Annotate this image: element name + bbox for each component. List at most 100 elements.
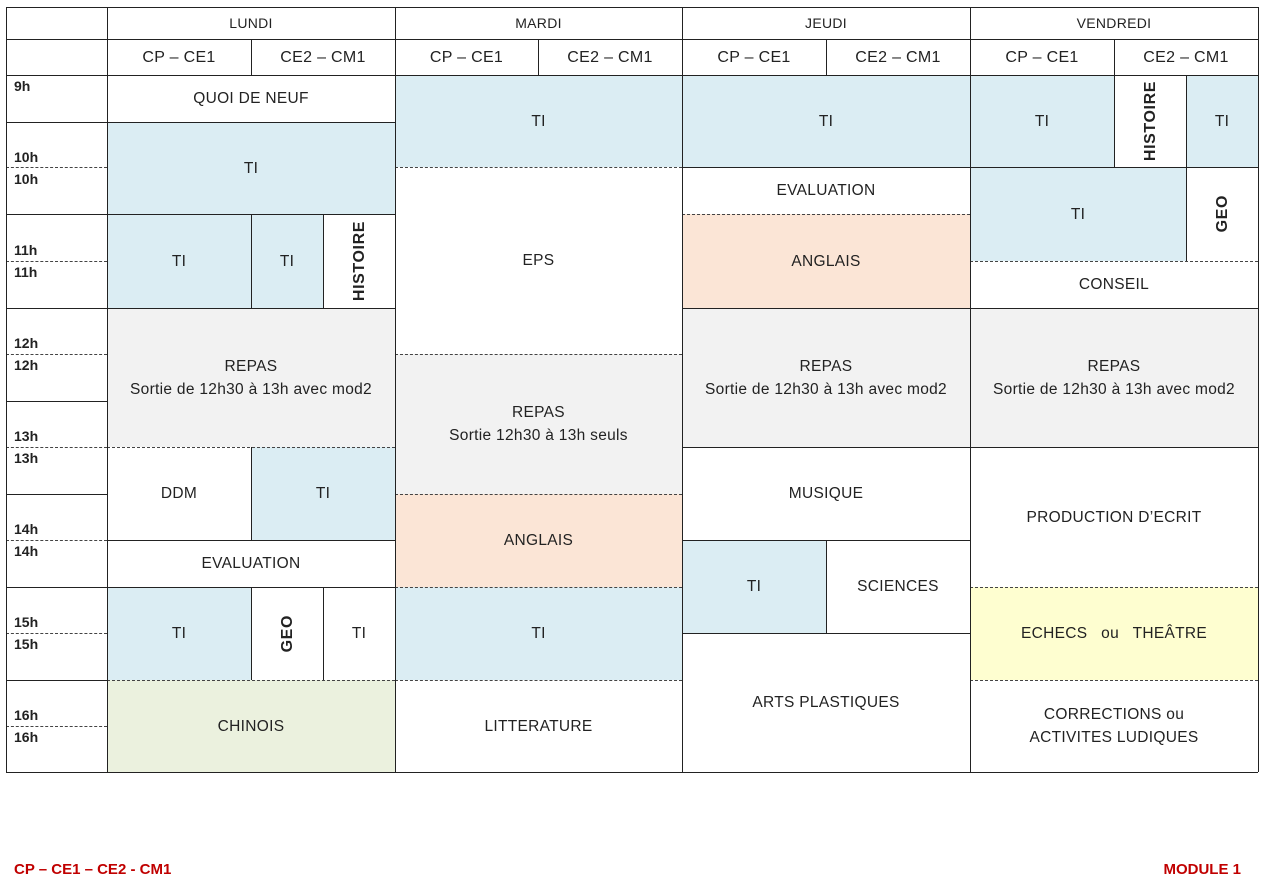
grid-line xyxy=(251,447,252,540)
level-header: CP – CE1 xyxy=(142,48,216,66)
jeudi-repas-label: REPAS xyxy=(799,357,853,375)
time-label: 13h xyxy=(14,450,39,466)
lundi-ti-block: TI xyxy=(107,122,395,214)
vendredi-ti-block: TI xyxy=(1186,75,1258,167)
lundi-ti-block: TI xyxy=(107,214,251,308)
lundi-chinois: CHINOIS xyxy=(107,680,395,772)
mardi-eps: EPS xyxy=(522,252,555,269)
day-header-vendredi: VENDREDI xyxy=(1076,14,1152,31)
grid-line xyxy=(682,7,683,772)
grid-line xyxy=(107,540,395,541)
time-label: 15h xyxy=(14,636,39,652)
lundi-geo: GEO xyxy=(251,587,323,680)
vendredi-histoire: HISTOIRE xyxy=(1114,75,1186,167)
grid-line xyxy=(6,587,107,588)
vendredi-ti-block: TI xyxy=(970,167,1186,261)
lundi-geo-label: GEO xyxy=(278,614,296,653)
grid-line xyxy=(6,214,107,215)
lundi-quoi-de-neuf: QUOI DE NEUF xyxy=(193,90,309,107)
lundi-ti-block: TI xyxy=(251,447,395,540)
grid-line xyxy=(6,772,1258,773)
vendredi-echecs-theatre: ECHECS ou THEÂTRE xyxy=(970,587,1258,680)
grid-line xyxy=(6,447,107,448)
lundi-repas-label: REPAS xyxy=(224,357,278,375)
lundi-ti-white: TI xyxy=(351,625,367,642)
lundi-ti-block: TI xyxy=(107,587,251,680)
grid-line xyxy=(6,7,1258,8)
time-label: 16h xyxy=(14,707,39,723)
grid-line xyxy=(682,214,970,215)
grid-line xyxy=(395,587,682,588)
time-label: 13h xyxy=(14,428,39,444)
grid-line xyxy=(395,494,682,495)
jeudi-musique: MUSIQUE xyxy=(788,485,864,502)
vendredi-repas-label: REPAS xyxy=(1087,357,1141,375)
jeudi-arts-plastiques: ARTS PLASTIQUES xyxy=(752,694,900,711)
mardi-anglais: ANGLAIS xyxy=(395,494,682,587)
time-label: 10h xyxy=(14,171,39,187)
grid-line xyxy=(6,7,7,772)
jeudi-anglais: ANGLAIS xyxy=(682,214,970,308)
lundi-evaluation: EVALUATION xyxy=(201,555,301,572)
grid-line xyxy=(970,680,1258,681)
grid-line xyxy=(826,39,827,75)
grid-line xyxy=(107,680,395,681)
grid-line xyxy=(1258,7,1259,772)
lundi-ti-block: TI xyxy=(251,214,323,308)
level-header: CP – CE1 xyxy=(429,48,504,66)
jeudi-repas: REPAS Sortie de 12h30 à 13h avec mod2 xyxy=(682,308,970,447)
grid-line xyxy=(682,308,970,309)
grid-line xyxy=(6,39,1258,40)
grid-line xyxy=(970,167,1258,168)
grid-line xyxy=(826,540,827,633)
footer-module: MODULE 1 xyxy=(1163,861,1241,878)
mardi-repas-label: REPAS xyxy=(512,404,565,421)
grid-line xyxy=(970,308,1258,309)
time-label: 11h xyxy=(14,242,38,258)
grid-line xyxy=(107,7,108,772)
grid-line xyxy=(682,633,970,634)
grid-line xyxy=(6,167,107,168)
mardi-litterature: LITTERATURE xyxy=(484,717,593,735)
jeudi-ti-block: TI xyxy=(682,75,970,167)
level-header: CE2 – CM1 xyxy=(855,48,941,66)
grid-line xyxy=(323,587,324,680)
grid-line xyxy=(323,214,324,308)
grid-line xyxy=(107,122,395,123)
grid-line xyxy=(395,354,682,355)
jeudi-ti-block: TI xyxy=(682,540,826,633)
mardi-repas: REPAS Sortie 12h30 à 13h seuls xyxy=(395,354,682,494)
mardi-repas-note: Sortie 12h30 à 13h seuls xyxy=(449,427,628,444)
grid-line xyxy=(1186,167,1187,261)
mardi-ti-block: TI xyxy=(395,75,682,167)
grid-line xyxy=(6,122,107,123)
grid-line xyxy=(6,401,107,402)
grid-line xyxy=(6,354,107,355)
time-label: 14h xyxy=(14,543,39,559)
lundi-ddm: DDM xyxy=(160,485,198,502)
grid-line xyxy=(6,726,107,727)
level-header: CE2 – CM1 xyxy=(1143,48,1229,66)
grid-line xyxy=(6,308,107,309)
grid-line xyxy=(251,39,252,75)
vendredi-geo-label: GEO xyxy=(1213,195,1231,233)
grid-line xyxy=(6,680,107,681)
time-label: 16h xyxy=(14,729,39,745)
grid-line xyxy=(538,39,539,75)
jeudi-evaluation: EVALUATION xyxy=(776,182,876,199)
grid-line xyxy=(970,7,971,772)
time-label: 10h xyxy=(14,149,39,165)
grid-line xyxy=(6,75,1258,76)
grid-line xyxy=(251,587,252,680)
grid-line xyxy=(682,447,970,448)
time-label: 12h xyxy=(14,357,39,373)
time-label: 14h xyxy=(14,521,39,537)
lundi-histoire: HISTOIRE xyxy=(323,214,395,308)
level-header: CE2 – CM1 xyxy=(280,48,366,66)
day-header-lundi: LUNDI xyxy=(229,14,273,31)
grid-line xyxy=(970,261,1258,262)
grid-line xyxy=(107,308,395,309)
vendredi-conseil: CONSEIL xyxy=(1078,276,1150,293)
vendredi-repas-note: Sortie de 12h30 à 13h avec mod2 xyxy=(993,380,1235,398)
mardi-ti-block: TI xyxy=(395,587,682,680)
